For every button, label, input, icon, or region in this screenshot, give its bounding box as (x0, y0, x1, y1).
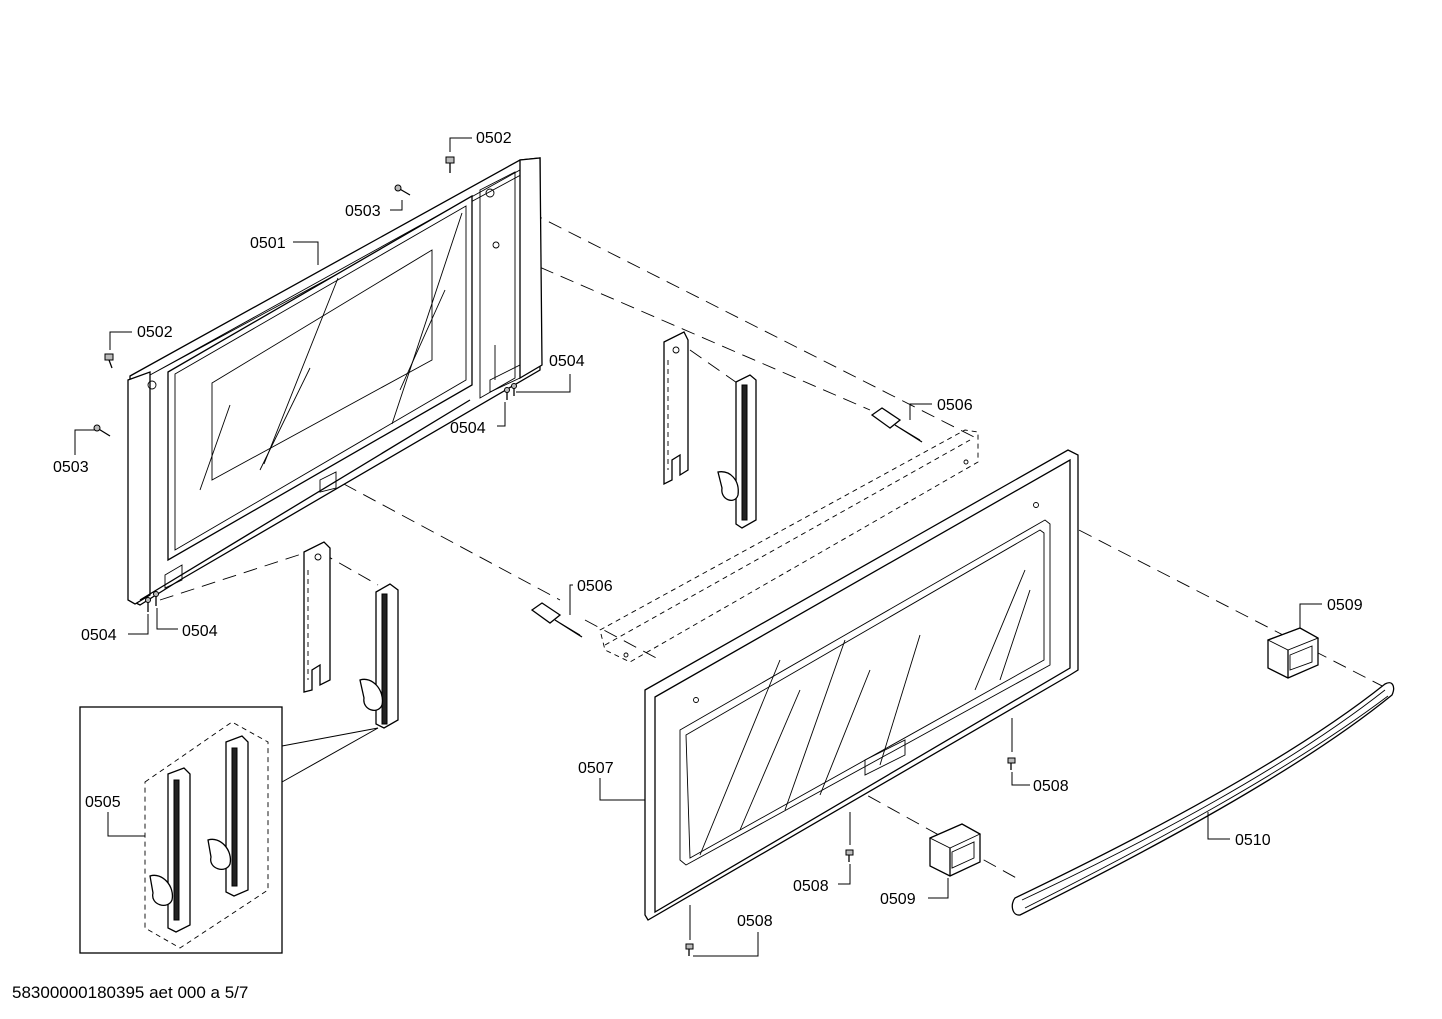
part-label-0504-b: 0504 (450, 420, 486, 437)
drawing-footer-code: 58300000180395 aet 000 a 5/7 (12, 983, 248, 1002)
screws-0504-right (504, 383, 517, 400)
door-handle-bar (1011, 682, 1395, 916)
part-label-0509-left: 0509 (880, 891, 916, 908)
callout-0504-c: 0504 (81, 614, 149, 644)
callout-0509-right: 0509 (1299, 597, 1363, 628)
part-label-0504-a: 0504 (549, 353, 585, 370)
pin-0506-rear (870, 407, 923, 443)
spacer-profile-dashed (599, 429, 979, 663)
callout-0503-top: 0503 (345, 200, 403, 220)
screws-0504-left (145, 591, 159, 612)
screw-0508-right (1007, 757, 1016, 770)
hinge-front (359, 583, 399, 729)
callout-0502-top: 0502 (449, 130, 512, 152)
screw-0508-bottom (685, 943, 694, 956)
part-label-0505: 0505 (85, 794, 121, 811)
part-label-0508-middle: 0508 (793, 878, 829, 895)
part-label-0504-d: 0504 (182, 623, 218, 640)
callout-0502-left: 0502 (109, 324, 173, 350)
callout-0508-bottom: 0508 (689, 905, 773, 957)
part-label-0506-rear: 0506 (937, 397, 973, 414)
callout-0509-left: 0509 (880, 878, 949, 908)
inner-door-frame (127, 157, 543, 606)
screw-0502-top (445, 156, 455, 173)
part-label-0506-front: 0506 (577, 578, 613, 595)
outer-door-glass (644, 449, 1079, 921)
callout-0508-middle: 0508 (793, 812, 851, 895)
callout-0505: 0505 (85, 794, 145, 837)
callout-0504-b: 0504 (450, 402, 506, 437)
callout-0508-right: 0508 (1011, 718, 1069, 795)
screw-0503-top (394, 184, 411, 196)
callout-0506-front: 0506 (569, 578, 613, 615)
callout-0506-rear: 0506 (909, 397, 973, 420)
callout-0510: 0510 (1207, 812, 1271, 849)
part-label-0507: 0507 (578, 760, 614, 777)
part-label-0510: 0510 (1235, 832, 1271, 849)
hinge-bracket-front (303, 541, 331, 693)
part-label-0503-top: 0503 (345, 203, 381, 220)
callout-0504-a: 0504 (516, 353, 585, 393)
part-label-0504-c: 0504 (81, 627, 117, 644)
callout-0507: 0507 (578, 760, 645, 801)
screw-0503-left (93, 424, 111, 437)
handle-mount-0509-left (928, 823, 981, 877)
part-label-0503-left: 0503 (53, 459, 89, 476)
part-label-0509-right: 0509 (1327, 597, 1363, 614)
detail-box-0505 (79, 706, 379, 954)
part-label-0508-right: 0508 (1033, 778, 1069, 795)
pin-0506-front (530, 602, 583, 638)
part-label-0502-top: 0502 (476, 130, 512, 147)
screw-0502-left (104, 353, 114, 369)
handle-mount-0509-right (1266, 627, 1320, 679)
part-label-0508-bottom: 0508 (737, 913, 773, 930)
callout-0504-d: 0504 (156, 608, 218, 640)
screw-0508-middle (845, 849, 854, 862)
part-label-0501: 0501 (250, 235, 286, 252)
callout-0503-left: 0503 (53, 429, 95, 476)
part-label-0502-left: 0502 (137, 324, 173, 341)
callout-0501: 0501 (250, 235, 319, 265)
hinge-rear (717, 374, 757, 529)
hinge-bracket-rear (663, 331, 689, 486)
